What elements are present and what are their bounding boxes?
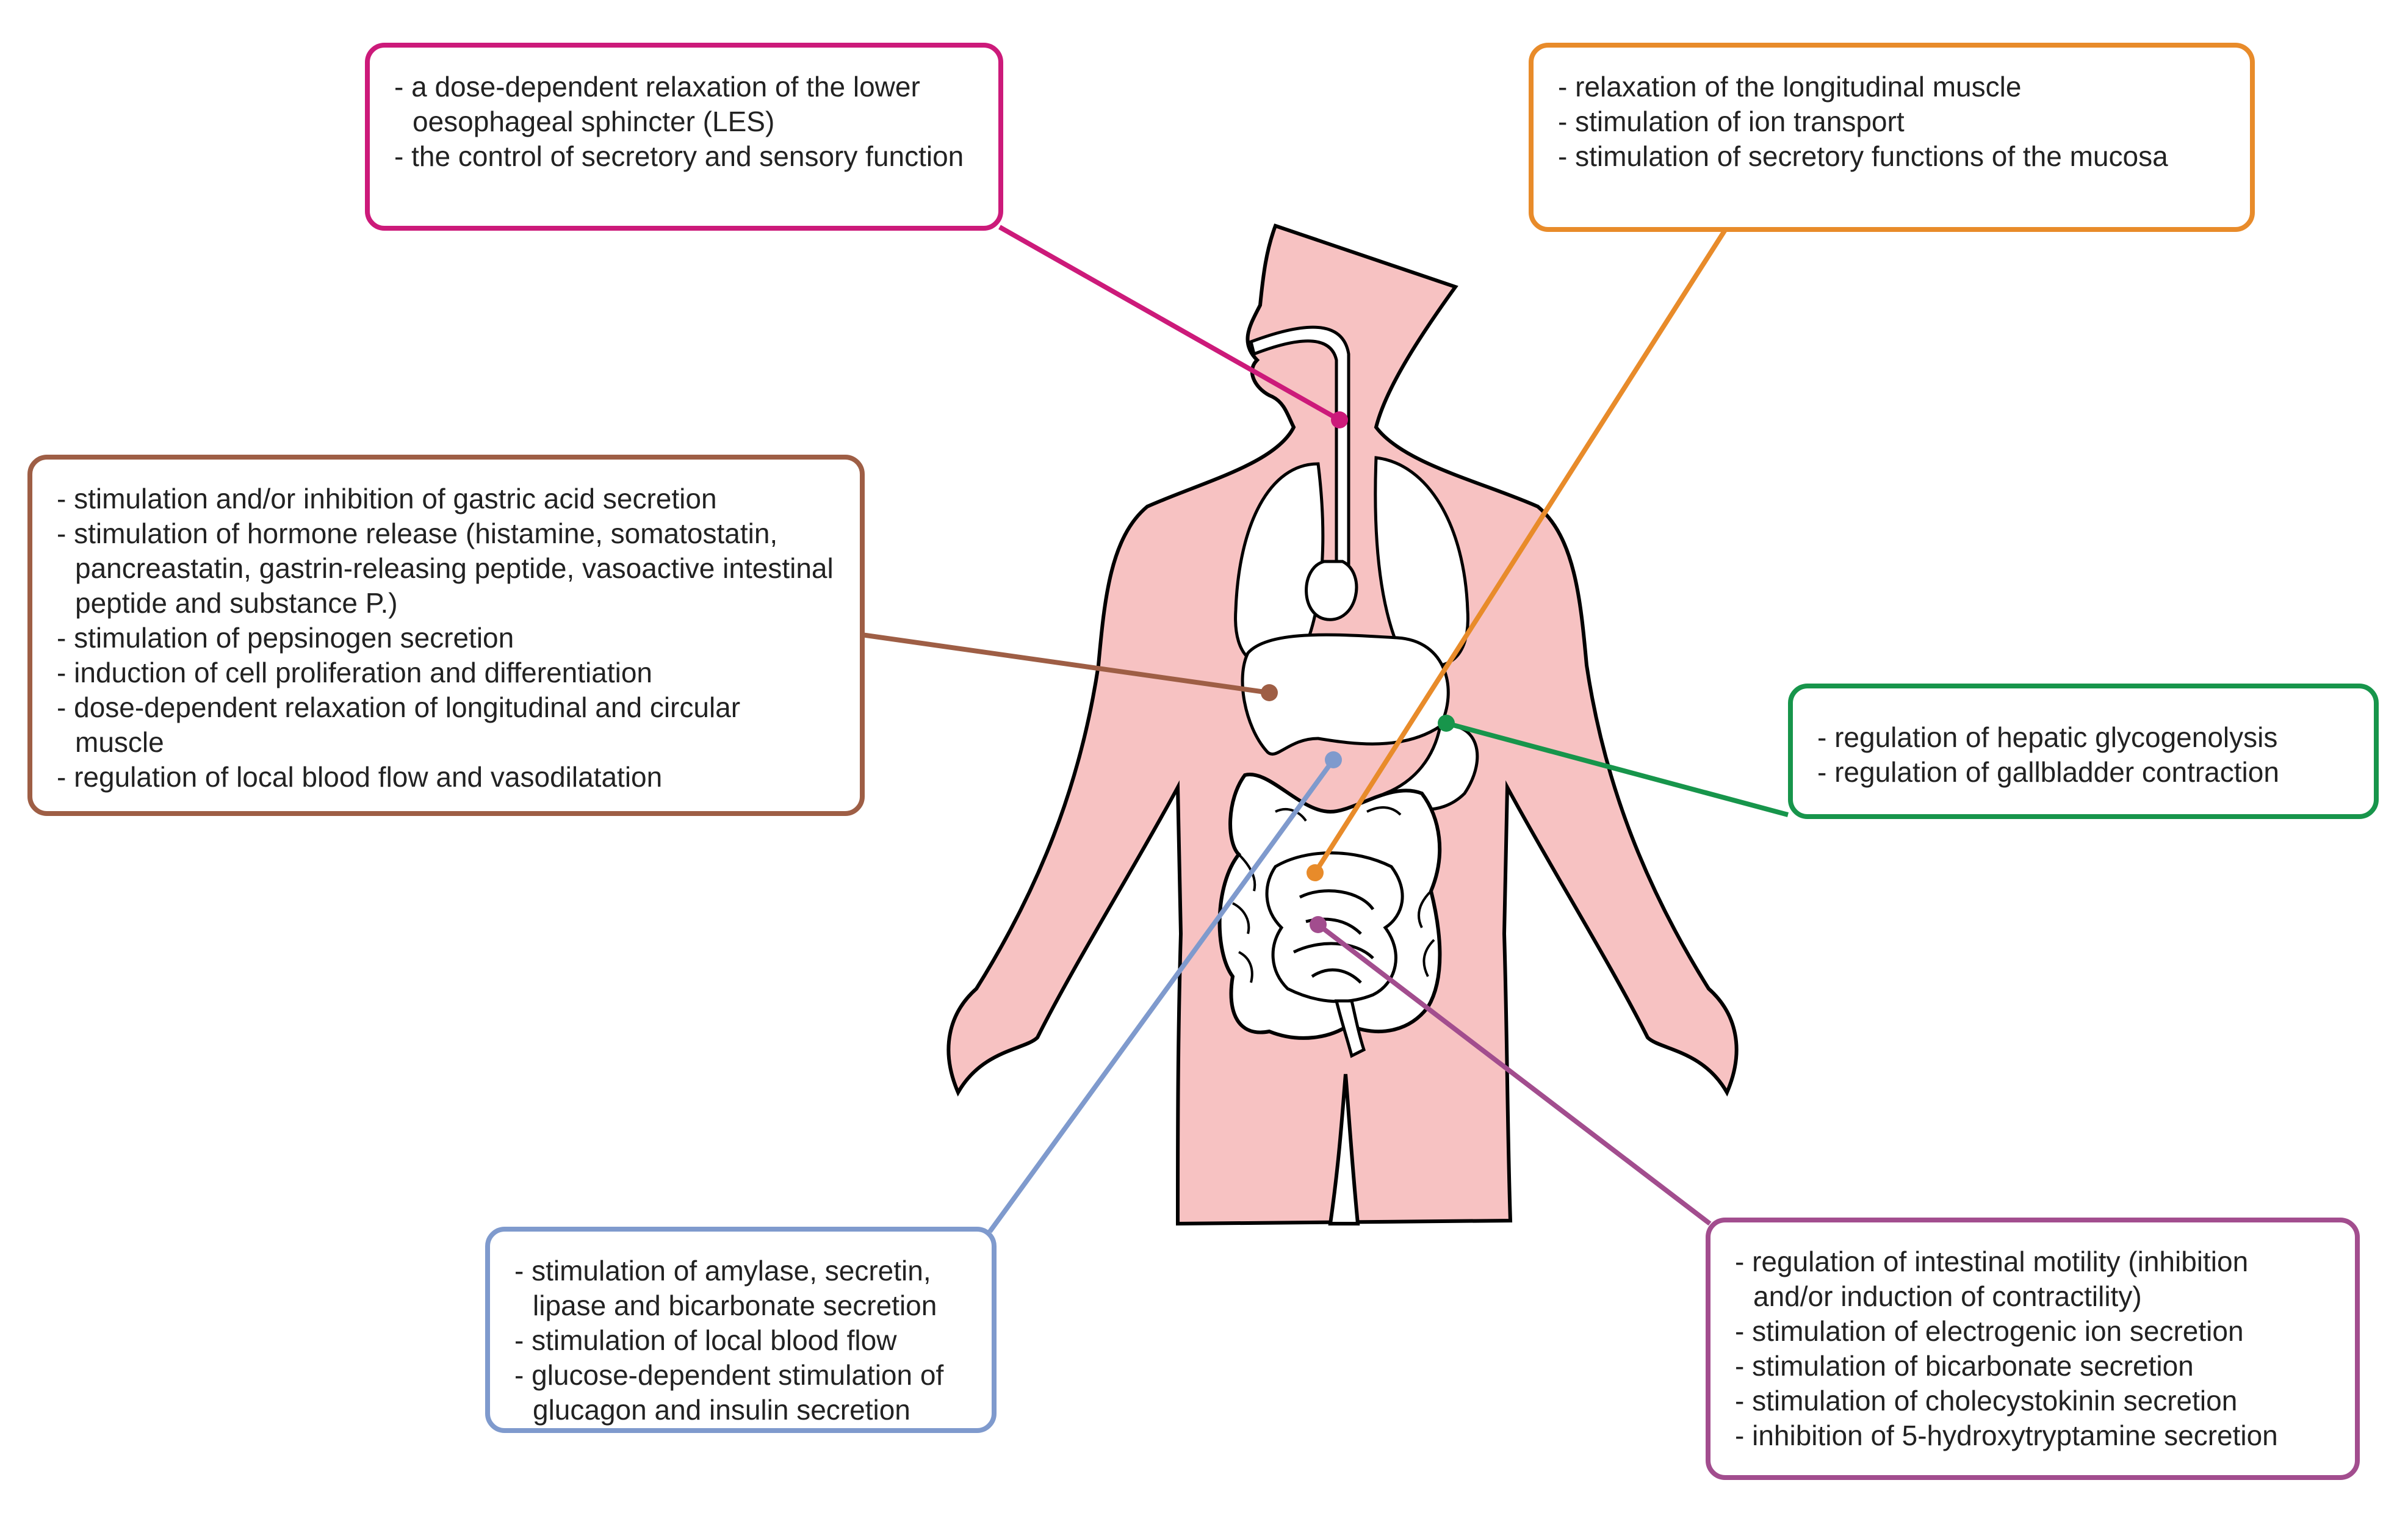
les-effects-box: a dose-dependent relaxation of the lower… bbox=[365, 43, 1003, 231]
pancreas-effect-item: stimulation of local blood flow bbox=[514, 1323, 967, 1358]
large-intestine-effects-box: relaxation of the longitudinal muscle st… bbox=[1529, 43, 2255, 232]
pancreas-effects-box: stimulation of amylase, secretin, lipase… bbox=[485, 1227, 997, 1433]
large-intestine-effect-item: stimulation of ion transport bbox=[1558, 104, 2226, 139]
small-intestine-effect-item: stimulation of cholecystokinin secretion bbox=[1735, 1384, 2330, 1418]
liver-connector bbox=[1445, 721, 1789, 817]
pancreas-connector bbox=[987, 758, 1336, 1233]
pancreas-effects-list: stimulation of amylase, secretin, lipase… bbox=[514, 1254, 967, 1428]
leg-gap bbox=[1328, 1074, 1360, 1225]
stomach-effect-item: stimulation of pepsinogen secretion bbox=[57, 621, 835, 655]
large-intestine-effect-item: relaxation of the longitudinal muscle bbox=[1558, 70, 2226, 104]
liver-effects-box: regulation of hepatic glycogenolysis reg… bbox=[1788, 684, 2379, 819]
les-effect-item: the control of secretory and sensory fun… bbox=[394, 139, 974, 174]
liver-effect-item: regulation of gallbladder contraction bbox=[1817, 755, 2349, 790]
small-intestine-effect-item: inhibition of 5-hydroxytryptamine secret… bbox=[1735, 1418, 2330, 1453]
les-effect-item: a dose-dependent relaxation of the lower… bbox=[394, 70, 974, 139]
stomach-connector bbox=[861, 632, 1270, 695]
les-marker bbox=[1331, 411, 1348, 428]
small-intestine bbox=[1265, 851, 1404, 1003]
stomach-pouch bbox=[1305, 560, 1358, 621]
stomach-effect-item: stimulation and/or inhibition of gastric… bbox=[57, 482, 835, 516]
small-intestine-effects-box: regulation of intestinal motility (inhib… bbox=[1706, 1218, 2360, 1480]
small-intestine-effect-item: stimulation of electrogenic ion secretio… bbox=[1735, 1314, 2330, 1349]
small-intestine-effect-item: regulation of intestinal motility (inhib… bbox=[1735, 1244, 2330, 1314]
stomach-effects-box: stimulation and/or inhibition of gastric… bbox=[27, 455, 865, 816]
stomach bbox=[1241, 633, 1450, 756]
large-intestine-effect-item: stimulation of secretory functions of th… bbox=[1558, 139, 2226, 174]
large-intestine-effects-list: relaxation of the longitudinal muscle st… bbox=[1558, 70, 2226, 174]
stomach-effect-item: regulation of local blood flow and vasod… bbox=[57, 760, 835, 795]
liver-marker bbox=[1438, 715, 1455, 732]
pancreas-marker bbox=[1325, 751, 1342, 768]
connectors bbox=[861, 225, 1789, 1233]
liver-effect-item: regulation of hepatic glycogenolysis bbox=[1817, 720, 2349, 755]
stomach-effect-item: induction of cell proliferation and diff… bbox=[57, 655, 835, 690]
les-effects-list: a dose-dependent relaxation of the lower… bbox=[394, 70, 974, 174]
liver-effects-list: regulation of hepatic glycogenolysis reg… bbox=[1817, 720, 2349, 790]
stomach-effects-list: stimulation and/or inhibition of gastric… bbox=[57, 482, 835, 795]
large-intestine-marker bbox=[1307, 864, 1324, 881]
large-intestine-connector bbox=[1313, 225, 1729, 875]
stomach-marker bbox=[1261, 684, 1278, 701]
small-intestine-connector bbox=[1316, 922, 1712, 1226]
small-intestine-marker bbox=[1310, 916, 1327, 933]
pancreas-effect-item: glucose-dependent stimulation of glucago… bbox=[514, 1358, 967, 1428]
rectum bbox=[1334, 999, 1366, 1058]
small-intestine-effects-list: regulation of intestinal motility (inhib… bbox=[1735, 1244, 2330, 1453]
small-intestine-effect-item: stimulation of bicarbonate secretion bbox=[1735, 1349, 2330, 1384]
pancreas-effect-item: stimulation of amylase, secretin, lipase… bbox=[514, 1254, 967, 1323]
stomach-effect-item: dose-dependent relaxation of longitudina… bbox=[57, 690, 835, 760]
les-connector bbox=[998, 225, 1341, 422]
stomach-effect-item: stimulation of hormone release (histamin… bbox=[57, 516, 835, 621]
